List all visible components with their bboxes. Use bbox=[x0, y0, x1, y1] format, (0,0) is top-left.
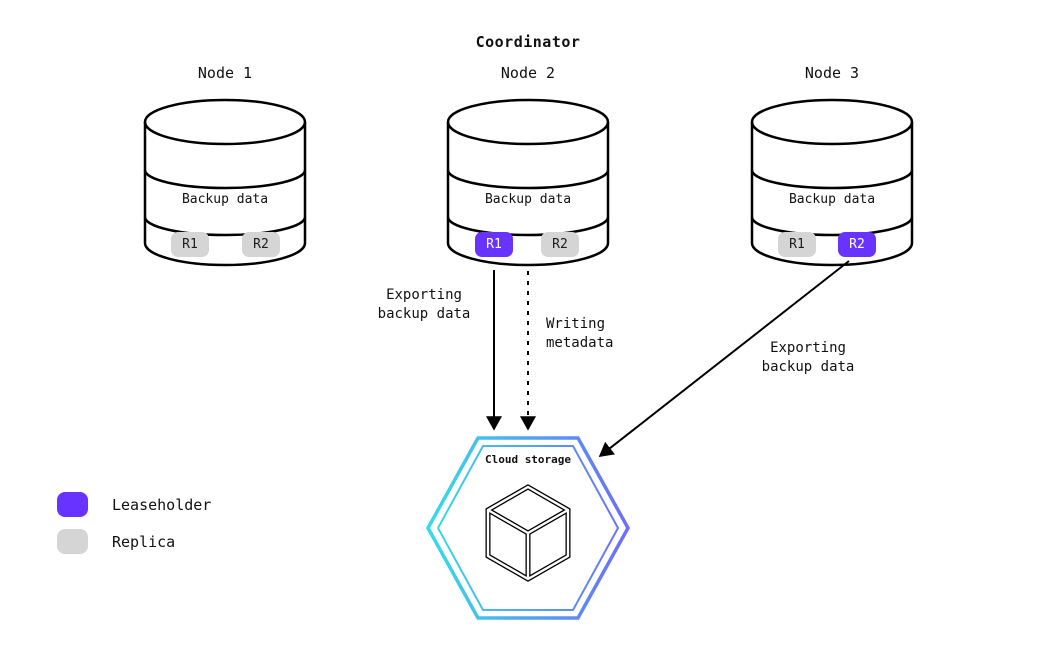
node3-database-cylinder bbox=[750, 98, 914, 267]
export-arrow-node2-label: Exporting backup data bbox=[377, 287, 471, 322]
cloud-storage-label: Cloud storage bbox=[484, 453, 572, 466]
cube-icon bbox=[485, 484, 571, 582]
node2-replica-badge-r2: R2 bbox=[541, 232, 579, 257]
node1-label: Node 1 bbox=[197, 64, 253, 82]
legend-leaseholder-swatch bbox=[57, 492, 88, 517]
node1-replica-badge-r2: R2 bbox=[242, 232, 280, 257]
node2-leaseholder-badge-r1: R1 bbox=[475, 232, 513, 257]
legend-replica-label: Replica bbox=[112, 532, 176, 551]
legend-replica-swatch bbox=[57, 529, 88, 554]
node3-replica-badge-r1: R1 bbox=[778, 232, 816, 257]
export-arrow-node3-label: Exporting backup data bbox=[761, 340, 855, 375]
cloud-storage-hexagon bbox=[425, 436, 631, 620]
node3-leaseholder-badge-r2: R2 bbox=[838, 232, 876, 257]
node1-storage-label: Backup data bbox=[181, 192, 269, 207]
export-arrow-node3 bbox=[598, 260, 850, 457]
node1-replica-badge-r1: R1 bbox=[171, 232, 209, 257]
node3-label: Node 3 bbox=[804, 64, 860, 82]
node2-database-cylinder bbox=[446, 98, 610, 267]
node2-label: Node 2 bbox=[500, 64, 556, 82]
diagram-title: Coordinator bbox=[475, 33, 581, 51]
node2-storage-label: Backup data bbox=[484, 192, 572, 207]
node1-database-cylinder bbox=[143, 98, 307, 267]
node3-storage-label: Backup data bbox=[788, 192, 876, 207]
write-metadata-arrow-label: Writing metadata bbox=[546, 316, 614, 351]
legend-leaseholder-label: Leaseholder bbox=[112, 495, 212, 514]
